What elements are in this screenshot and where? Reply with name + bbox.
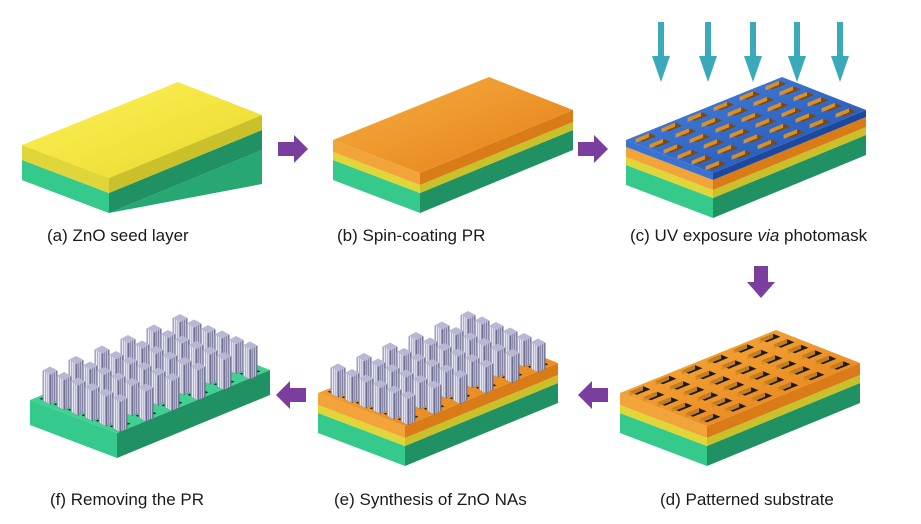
nanorod-bundle bbox=[190, 362, 206, 401]
nanorod-bundle bbox=[216, 352, 232, 390]
slab-d bbox=[620, 330, 860, 466]
nanorod-bundle bbox=[112, 394, 128, 432]
slab-e bbox=[318, 311, 558, 466]
slab-b bbox=[333, 77, 573, 213]
nanorod-bundle bbox=[242, 341, 258, 380]
nanorod-bundle bbox=[344, 369, 360, 403]
nanorod-bundle bbox=[504, 349, 520, 383]
uv-arrow bbox=[831, 22, 849, 82]
caption-d: (d) Patterned substrate bbox=[660, 490, 834, 509]
nanorod-arrays bbox=[39, 314, 261, 432]
nanorod-bundle bbox=[464, 354, 480, 388]
pattern-holes bbox=[629, 333, 851, 424]
arrow-d-to-e bbox=[578, 381, 608, 409]
caption-c-italic: via bbox=[757, 226, 780, 245]
slab-a bbox=[22, 82, 262, 213]
nanorod-bundle bbox=[164, 373, 180, 411]
nanorod-bundle bbox=[358, 374, 374, 409]
nanorod-bundle bbox=[452, 370, 468, 404]
nanorod-bundle bbox=[56, 372, 72, 410]
arrow-c-to-d bbox=[747, 266, 775, 298]
caption-c-suffix: photomask bbox=[779, 226, 868, 245]
arrow-a-to-b bbox=[278, 135, 308, 163]
nanorod-arrays bbox=[327, 311, 549, 425]
caption-c: (c) UV exposure via photomask bbox=[630, 226, 867, 246]
nanorod-bundle bbox=[84, 383, 100, 421]
caption-c-prefix: (c) UV exposure bbox=[630, 226, 758, 245]
caption-e: (e) Synthesis of ZnO NAs bbox=[334, 490, 527, 509]
uv-arrow bbox=[699, 22, 717, 82]
nanorod-bundle bbox=[138, 383, 154, 422]
slab-f bbox=[30, 314, 270, 458]
uv-light-arrows bbox=[652, 22, 849, 82]
nanorod-bundle bbox=[438, 364, 454, 399]
uv-arrow bbox=[788, 22, 806, 82]
nanorod-bundle bbox=[202, 346, 218, 385]
arrow-b-to-c bbox=[578, 135, 608, 163]
nanorod-bundle bbox=[400, 391, 416, 425]
slab-c bbox=[626, 77, 866, 218]
nanorod-bundle bbox=[42, 366, 58, 405]
caption-a: (a) ZnO seed layer bbox=[47, 226, 189, 245]
caption-b: (b) Spin-coating PR bbox=[337, 226, 486, 245]
photomask-holes bbox=[635, 80, 857, 171]
uv-arrow bbox=[652, 22, 670, 82]
caption-f: (f) Removing the PR bbox=[50, 490, 204, 509]
nanorod-bundle bbox=[70, 377, 86, 416]
nanorod-bundle bbox=[530, 338, 546, 373]
nanorod-bundle bbox=[478, 359, 494, 394]
uv-arrow bbox=[744, 22, 762, 82]
nanorod-bundle bbox=[386, 385, 402, 420]
nanorod-bundle bbox=[98, 388, 114, 427]
arrow-e-to-f bbox=[276, 381, 306, 409]
nanorod-bundle bbox=[372, 380, 388, 414]
nanorod-bundle bbox=[426, 380, 442, 415]
nanorod-bundle bbox=[330, 363, 346, 398]
